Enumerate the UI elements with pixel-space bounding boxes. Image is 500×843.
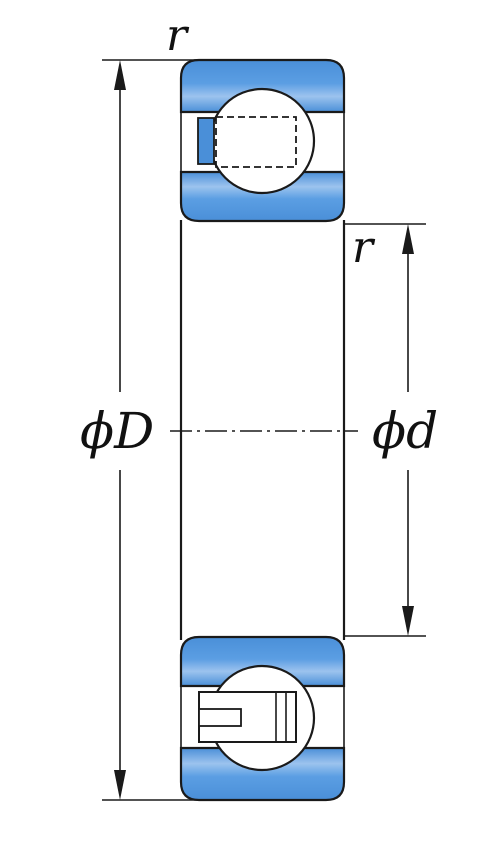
outer-diameter-arrow-top: [114, 60, 126, 90]
upper-bearing-section: [179, 58, 346, 223]
bearing-body-outline: [179, 220, 346, 640]
bore-diameter-dimension: [344, 223, 426, 637]
outer-diameter-label: ϕD: [80, 402, 154, 460]
upper-inner-ring: [179, 170, 346, 223]
upper-seal: [197, 117, 215, 165]
lower-cage-slot: [198, 708, 242, 727]
bore-diameter-label: ϕd: [372, 402, 438, 460]
outer-diameter-dimension: [102, 59, 200, 801]
lower-inner-ring: [179, 635, 346, 688]
lower-bearing-section: [179, 635, 346, 802]
lower-outer-ring: [179, 746, 346, 802]
upper-outer-ring: [179, 58, 346, 114]
bore-diameter-arrow-top: [402, 224, 414, 254]
bore-diameter-arrow-bottom: [402, 606, 414, 636]
outer-radius-label: r: [166, 10, 190, 61]
outer-diameter-arrow-bottom: [114, 770, 126, 800]
upper-cage-hidden: [215, 116, 297, 168]
inner-radius-label: r: [352, 222, 376, 273]
upper-ball: [208, 87, 316, 195]
